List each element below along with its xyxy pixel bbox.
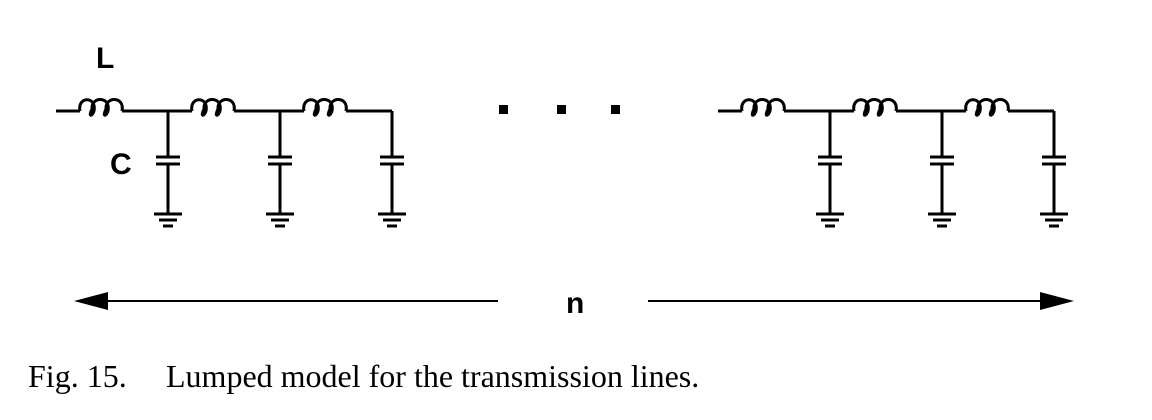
span-arrow: n: [74, 287, 1074, 320]
span-arrow-left-head: [74, 292, 108, 310]
inductor-1: [740, 98, 786, 117]
figure-number: Fig. 15.: [28, 358, 127, 394]
ellipsis-dot-2: [557, 105, 566, 114]
left-lc-ladder: [56, 98, 406, 228]
inductor-1: [78, 98, 124, 117]
inductor-3: [964, 98, 1010, 117]
right-lc-ladder: [718, 98, 1068, 228]
inductor-2: [190, 98, 236, 117]
ellipsis-dot-1: [499, 105, 508, 114]
capacitor-label-C: C: [110, 148, 132, 181]
caption-text: Lumped model for the transmission lines.: [166, 358, 700, 394]
figure-caption: Fig. 15. Lumped model for the transmissio…: [28, 356, 699, 396]
ellipsis-dot-3: [611, 105, 620, 114]
inductor-2: [852, 98, 898, 117]
span-arrow-right-head: [1040, 292, 1074, 310]
ellipsis-dots: [499, 105, 620, 114]
span-label-n: n: [566, 287, 584, 320]
inductor-label-L: L: [96, 42, 114, 75]
inductor-3: [302, 98, 348, 117]
